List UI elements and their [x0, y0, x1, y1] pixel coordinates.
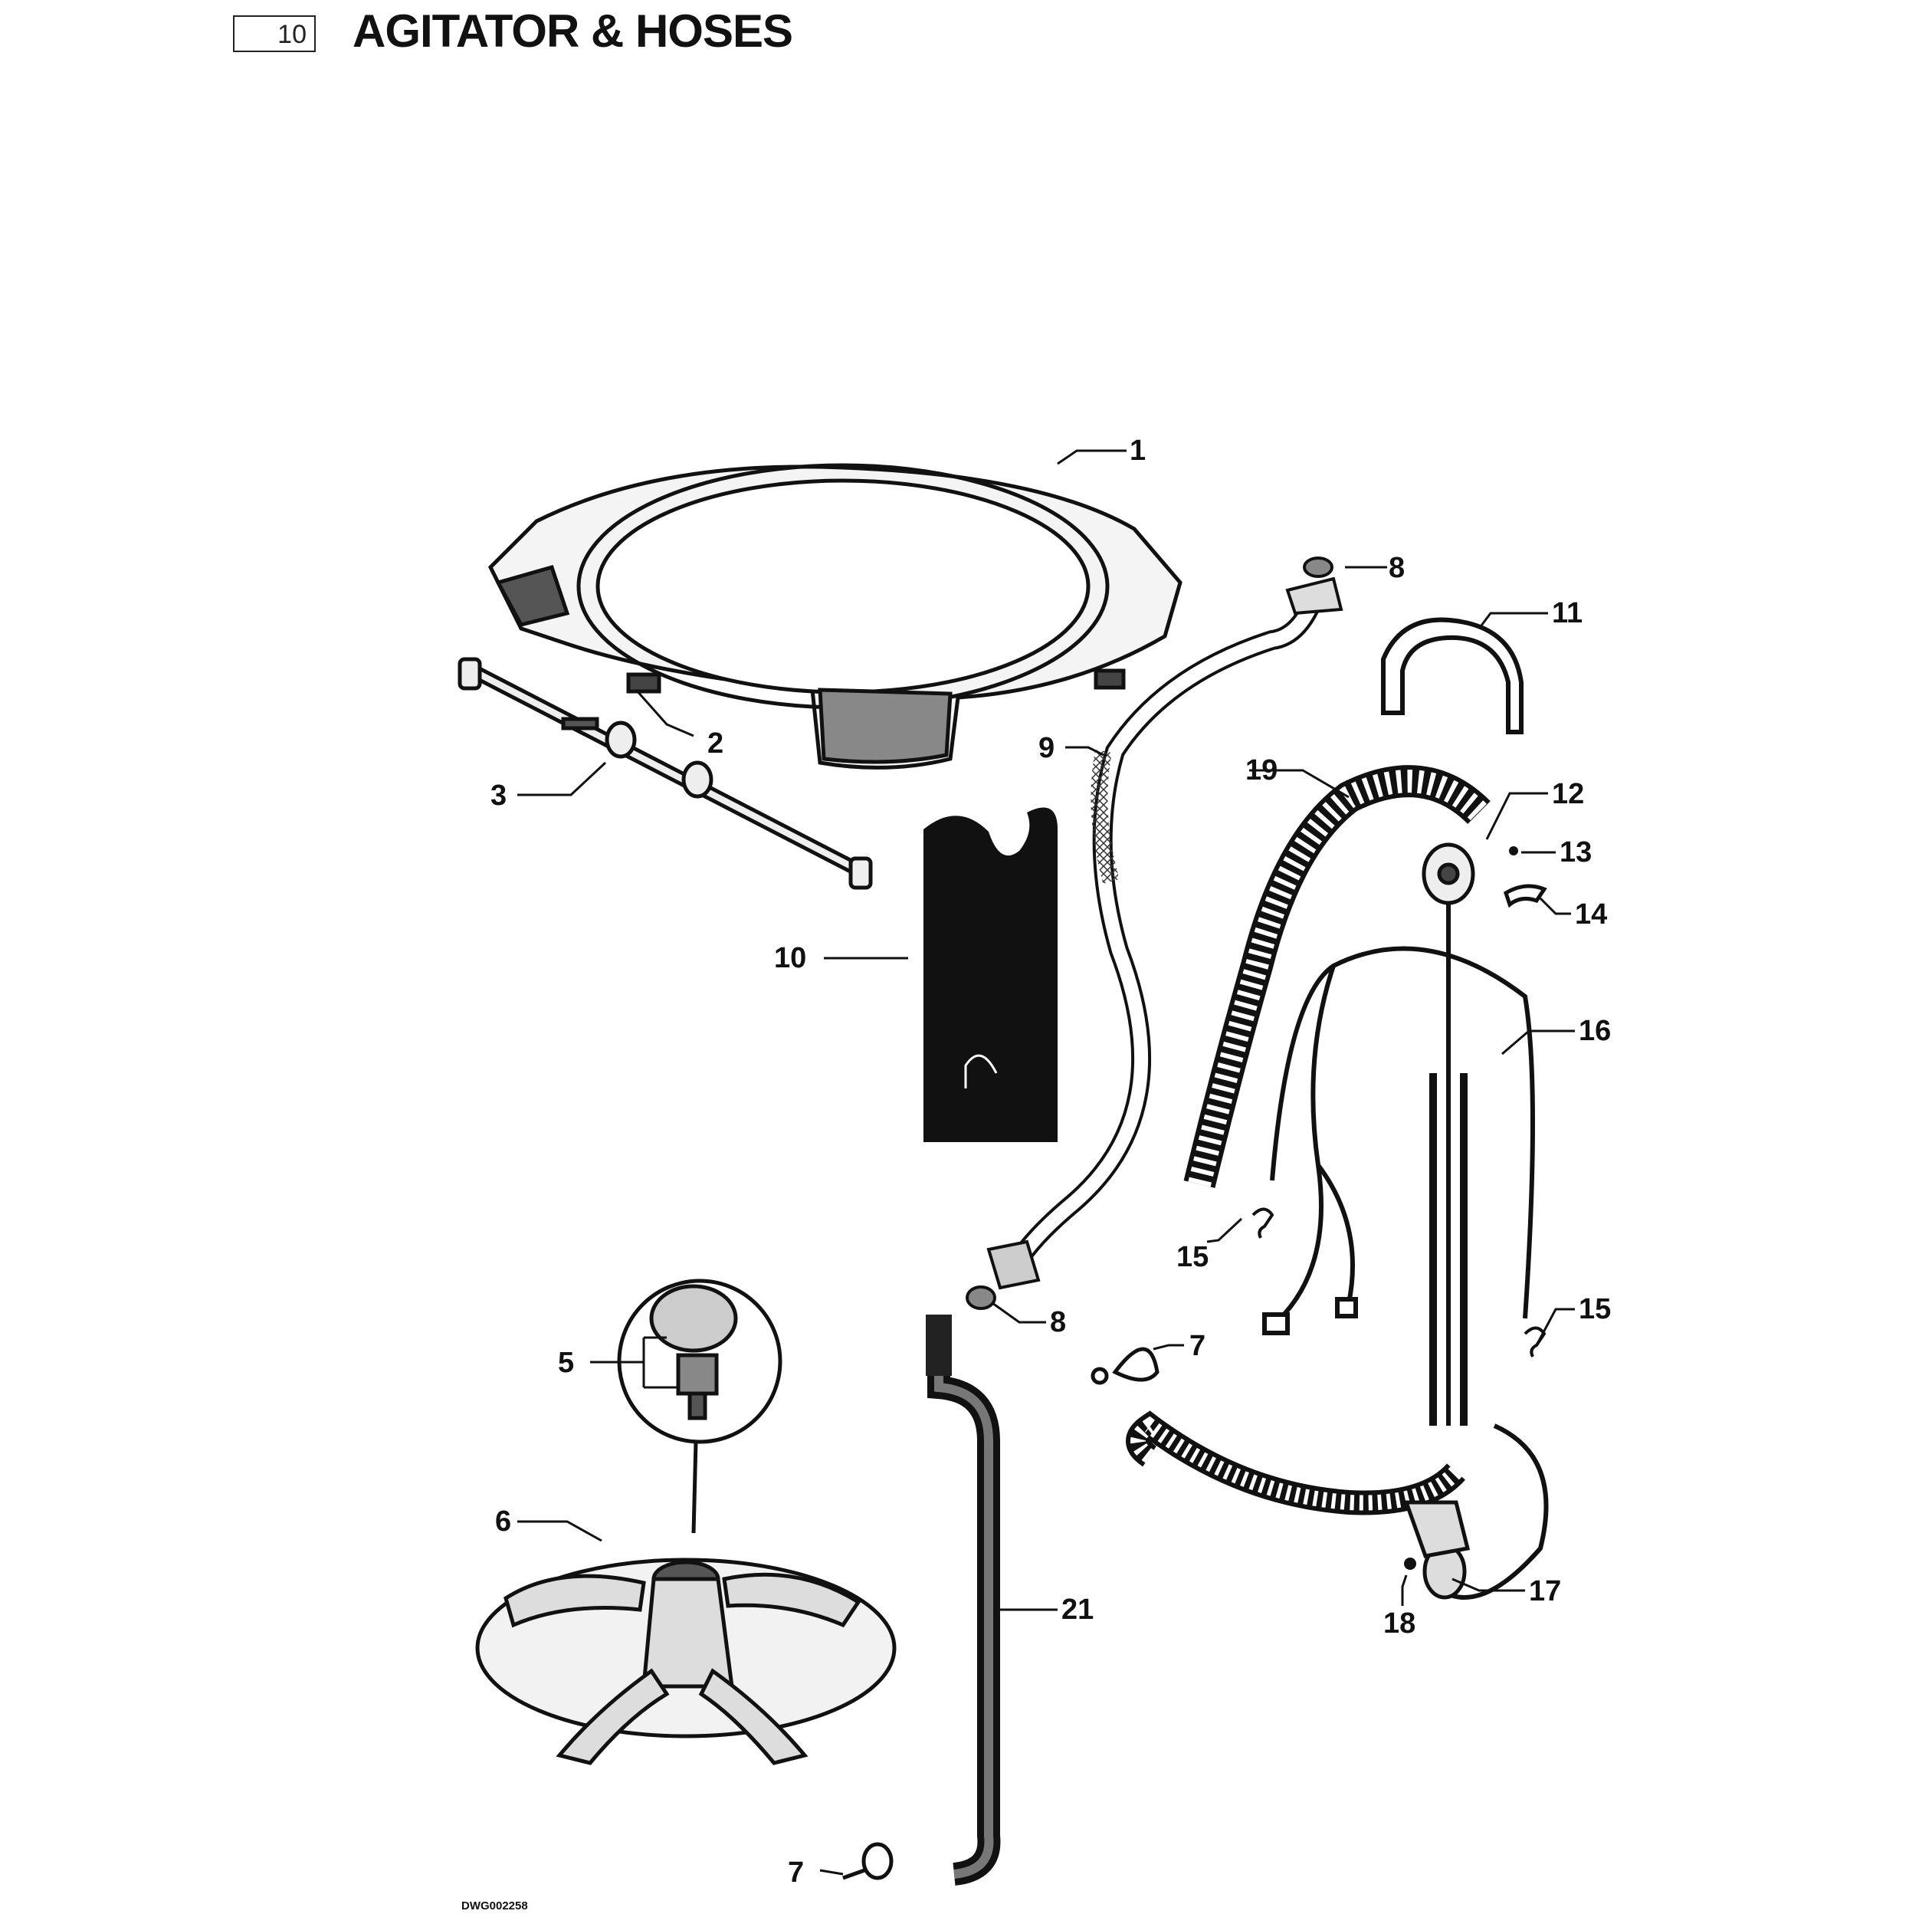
callout-9: 9 [1038, 732, 1055, 764]
part-small-clip [1503, 884, 1547, 908]
part-drain-hose [1183, 765, 1491, 1188]
callout-15-right: 15 [1579, 1293, 1611, 1325]
part-fastener [1404, 1558, 1416, 1570]
callout-10: 10 [774, 942, 806, 974]
page-title: AGITATOR & HOSES [353, 5, 793, 57]
callout-2: 2 [707, 727, 723, 760]
callout-18: 18 [1383, 1607, 1415, 1640]
callout-16: 16 [1579, 1015, 1611, 1047]
part-fill-hose [986, 576, 1343, 1290]
callout-14: 14 [1575, 898, 1607, 931]
callout-12: 12 [1552, 778, 1584, 810]
part-wire-clip-a [1251, 1207, 1274, 1239]
part-bracket-bar [458, 657, 873, 890]
part-hose-adapter [1422, 842, 1475, 905]
callout-7-mid: 7 [1189, 1330, 1205, 1362]
part-washer-bottom [966, 1285, 996, 1310]
part-hose-clip [1381, 617, 1524, 734]
part-washer-top [1303, 556, 1333, 578]
callout-3: 3 [490, 780, 507, 812]
part-clamp-bottom [842, 1842, 894, 1880]
callout-17: 17 [1529, 1575, 1561, 1607]
callout-19: 19 [1245, 754, 1278, 786]
callout-11: 11 [1552, 597, 1583, 629]
part-impeller [475, 1558, 897, 1765]
page-number-box: 10 [233, 15, 316, 52]
callout-1: 1 [1130, 435, 1146, 467]
part-coiled-hose [1126, 1410, 1465, 1515]
page-number: 10 [277, 20, 307, 49]
drawing-code: DWG002258 [461, 1899, 528, 1912]
part-tub-ring [487, 463, 1182, 770]
part-screw [1509, 846, 1518, 855]
part-pump-outlet [1403, 1500, 1471, 1600]
part-wire-clip-b [1524, 1326, 1547, 1358]
callout-7-bottom: 7 [788, 1857, 804, 1889]
part-clamp-mid [1091, 1347, 1160, 1385]
callout-13: 13 [1560, 836, 1592, 868]
callout-6: 6 [495, 1505, 511, 1538]
part-agitator-cap [617, 1279, 782, 1534]
part-instruction-card [923, 807, 1058, 1142]
callout-15-left: 15 [1176, 1241, 1209, 1273]
callout-21: 21 [1061, 1594, 1094, 1626]
callout-8-top: 8 [1389, 552, 1405, 584]
callout-8-bottom: 8 [1050, 1306, 1066, 1338]
callout-5: 5 [558, 1347, 574, 1379]
part-drain-tube [926, 1315, 1001, 1886]
part-wire-harness [1262, 881, 1549, 1600]
leader-lines [517, 449, 1575, 1876]
